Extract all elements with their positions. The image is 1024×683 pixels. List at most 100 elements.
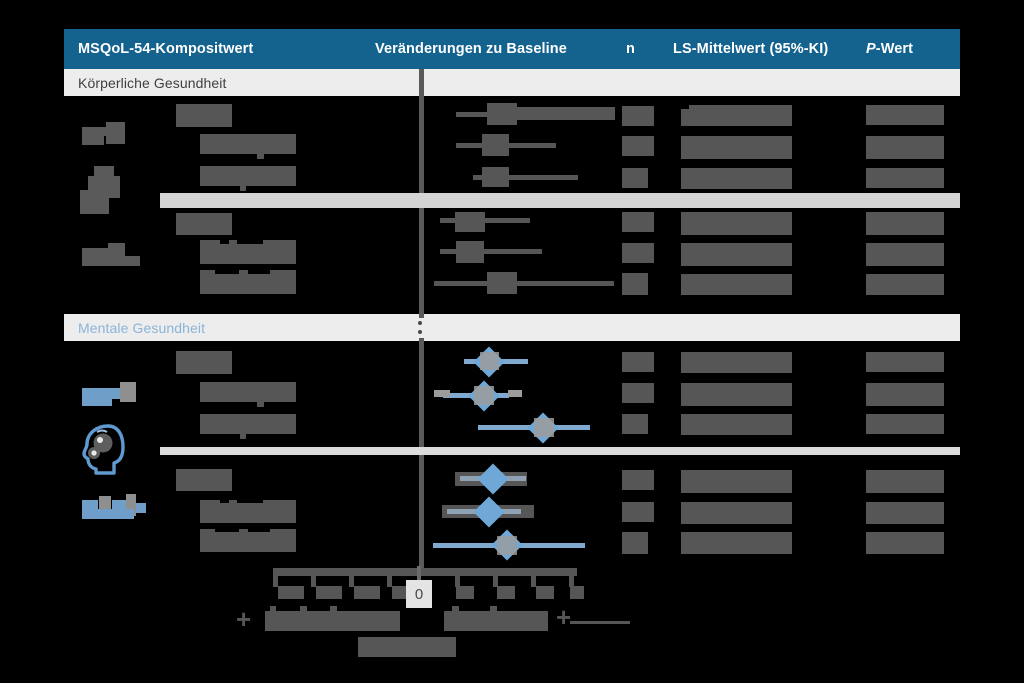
ci-mask-left-m2: [434, 390, 450, 397]
row-label-redaction-m2: [200, 382, 296, 402]
n-value-redaction-p3: [622, 168, 648, 188]
estimate-marker-p5: [456, 241, 484, 263]
ci-line-p5: [440, 249, 542, 254]
zero-dot-lower: [417, 330, 422, 334]
mental-year4-label-redaction-e: [82, 509, 134, 519]
left-arrow-icon: +: [236, 604, 252, 634]
axis-tick-5: [455, 576, 460, 587]
p-italic: P: [866, 41, 876, 57]
column-header-pvalue: P-Wert: [866, 29, 913, 69]
legend-right-ascender-b: [490, 606, 497, 613]
axis-ticklabel-redaction-8: [570, 586, 584, 599]
n-value-redaction-m5: [622, 502, 654, 522]
row-label-redaction-m6: [200, 529, 296, 552]
n-value-redaction-m4: [622, 470, 654, 490]
row-label-redaction-p2: [200, 134, 296, 154]
estimate-mask-m6: [497, 536, 517, 555]
row-label-redaction-m3: [200, 414, 296, 434]
pvalue-redaction-p6: [866, 274, 944, 295]
row-label-redaction-p4: [176, 213, 232, 235]
column-header-changes: Veränderungen zu Baseline: [375, 41, 567, 57]
n-value-redaction-m1: [622, 352, 654, 372]
lsmean-redaction-m3: [681, 414, 792, 435]
legend-right-rule: [570, 621, 630, 624]
ci-mask-right-m2: [508, 390, 522, 397]
lsmean-redaction-p2: [681, 136, 792, 159]
axis-tick-7: [531, 576, 536, 587]
estimate-marker-p2: [482, 134, 509, 156]
estimate-marker-p6: [487, 272, 517, 294]
mental-year2-label-redaction-a: [82, 388, 122, 399]
axis-tick-8: [569, 576, 574, 587]
row-label-gap-p5a: [220, 238, 229, 244]
axis-tick-3: [349, 576, 354, 587]
physical-year2-label-redaction-c: [82, 136, 104, 145]
axis-ticklabel-redaction-1: [278, 586, 304, 599]
row-label-redaction-m5: [200, 500, 296, 523]
lsmean-redaction-m5: [681, 502, 792, 524]
legend-right-redaction: [444, 611, 548, 631]
n-value-redaction-p2: [622, 136, 654, 156]
axis-zero-stem: [417, 566, 421, 582]
pvalue-redaction-p4: [866, 212, 944, 235]
estimate-marker-p3: [482, 167, 509, 187]
n-value-redaction-m3: [622, 414, 648, 434]
lsmean-redaction-p6: [681, 274, 792, 295]
estimate-marker-p1: [487, 103, 517, 125]
section-label-mental: Mentale Gesundheit: [78, 319, 206, 336]
pvalue-redaction-m6: [866, 532, 944, 554]
n-value-redaction-m2: [622, 383, 654, 403]
estimate-diamond-m4: [477, 463, 509, 495]
axis-ticklabel-redaction-3: [354, 586, 380, 599]
legend-left-ascender-c: [330, 606, 337, 613]
legend-right-ascender-a: [452, 606, 459, 613]
estimate-mask-m2: [474, 386, 494, 405]
row-label-gap-p6a: [215, 268, 239, 274]
estimate-mask-m3: [534, 418, 554, 437]
column-header-n: n: [626, 41, 635, 57]
axis-ticklabel-redaction-5: [456, 586, 474, 599]
mental-year2-label-redaction-c: [82, 397, 112, 406]
row-label-gap-p6b: [248, 268, 270, 274]
lsmean-redaction-p5: [681, 243, 792, 266]
pvalue-redaction-p2: [866, 136, 944, 159]
axis-zero-label: 0: [406, 580, 432, 608]
pvalue-redaction-m4: [866, 470, 944, 493]
legend-left-redaction: [265, 611, 400, 631]
row-label-redaction-p1: [176, 104, 232, 127]
brain-head-icon: [82, 424, 125, 475]
row-label-redaction-p5: [200, 240, 296, 264]
mental-year4-label-redaction-c: [112, 500, 126, 510]
mental-year4-label-redaction-d: [126, 494, 136, 516]
estimate-mask-m1: [480, 352, 499, 370]
lsmean-redaction-m1: [681, 352, 792, 373]
axis-tick-4: [387, 576, 392, 587]
row-label-gap-m5b: [237, 498, 263, 503]
n-value-redaction-p6: [622, 273, 648, 295]
section-header-physical: Körperliche Gesundheit: [64, 69, 960, 96]
mental-year4-plus-icon: [136, 503, 146, 513]
row-label-redaction-m4: [176, 469, 232, 491]
mental-year4-label-redaction-a: [82, 500, 98, 510]
pvalue-redaction-p5: [866, 243, 944, 266]
ci-line-p6: [434, 281, 614, 286]
row-label-redaction-p3: [200, 166, 296, 186]
mental-year4-label-redaction-b: [99, 496, 111, 513]
pvalue-redaction-m2: [866, 383, 944, 406]
lsmean-redaction-p3: [681, 168, 792, 189]
estimate-diamond-m5: [473, 496, 505, 528]
n-value-redaction-p4: [622, 212, 654, 232]
row-separator-physical: [160, 193, 960, 208]
mental-year2-label-redaction-b: [120, 382, 136, 402]
p-suffix: -Wert: [875, 41, 914, 57]
physical-year4-label-redaction-a: [82, 248, 118, 257]
lsmean-redaction-p1: [681, 105, 792, 126]
row-label-descender-m2: [257, 398, 264, 407]
n-value-redaction-p5: [622, 243, 654, 263]
column-header-lsmean: LS-Mittelwert (95%-KI): [673, 41, 829, 57]
ci-line-p4: [440, 218, 530, 223]
row-label-redaction-p6: [200, 270, 296, 294]
table-header: MSQoL-54-Kompositwert Veränderungen zu B…: [64, 29, 960, 69]
column-header-measure: MSQoL-54-Kompositwert: [78, 41, 254, 57]
